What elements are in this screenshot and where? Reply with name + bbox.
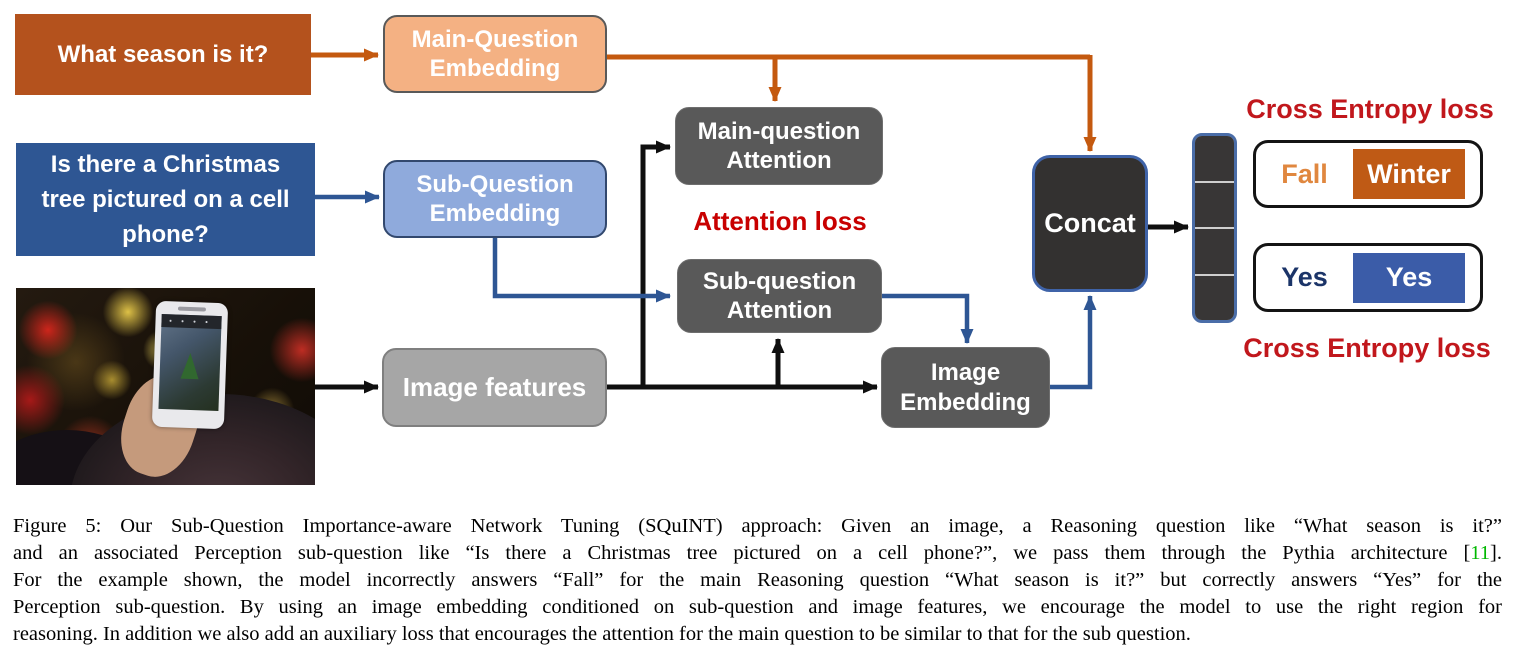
caption-line: reasoning. In addition we also add an au… — [13, 623, 1191, 645]
phone-speaker — [176, 306, 206, 312]
sub-question-embedding-box: Sub-Question Embedding — [383, 160, 607, 238]
sub-predicted-answer: Yes — [1281, 262, 1328, 292]
concat-box: Concat — [1032, 155, 1148, 292]
phone-screen — [157, 313, 222, 412]
cross-entropy-loss-bottom-label: Cross Entropy loss — [1243, 333, 1491, 363]
image-features-label: Image features — [402, 371, 587, 402]
figure-caption: Figure 5: Our Sub-Question Importance-aw… — [13, 513, 1502, 648]
cross-entropy-loss-top-label: Cross Entropy loss — [1246, 94, 1494, 124]
main-question-embedding-label: Main-Question Embedding — [411, 25, 579, 82]
image-features-box: Image features — [382, 348, 607, 427]
feature-vector-cell — [1195, 275, 1234, 320]
cell-phone — [151, 300, 228, 430]
attention-loss-label: Attention loss — [693, 206, 867, 236]
christmas-tree — [179, 351, 199, 379]
sub-answer-box: Yes Yes — [1253, 243, 1483, 312]
sub-question-embedding-label: Sub-Question Embedding — [416, 170, 574, 227]
sub-question-line: Is there a Christmas — [50, 151, 281, 178]
caption-line: Perception sub-question. By using an ima… — [13, 596, 1502, 618]
main-answer-box: Fall Winter — [1253, 140, 1483, 208]
main-ground-truth-answer: Winter — [1353, 149, 1465, 199]
main-question-input: What season is it? — [15, 14, 311, 95]
sub-question-attention-label: Sub-question Attention — [702, 267, 857, 324]
feature-vector-cell — [1195, 136, 1234, 181]
caption-text: ]. — [1490, 542, 1502, 564]
caption-line: For the example shown, the model incorre… — [13, 569, 1502, 591]
feature-vector-cell — [1195, 182, 1234, 227]
caption-line: and an associated Perception sub-questio… — [13, 540, 1502, 567]
main-question-text: What season is it? — [57, 40, 269, 68]
main-question-embedding-box: Main-Question Embedding — [383, 15, 607, 93]
main-question-attention-box: Main-question Attention — [675, 107, 883, 185]
sub-question-line: tree pictured on a cell — [41, 186, 290, 213]
citation-11: 11 — [1470, 542, 1491, 564]
input-photo — [16, 288, 315, 485]
caption-line: Figure 5: Our Sub-Question Importance-aw… — [13, 515, 1502, 537]
main-question-attention-label: Main-question Attention — [697, 117, 861, 174]
concatenated-feature-vector — [1192, 133, 1237, 323]
camera-toolbar-icons — [160, 313, 222, 329]
sub-question-input: Is there a Christmas tree pictured on a … — [16, 143, 315, 256]
image-embedding-box: Image Embedding — [881, 347, 1050, 428]
image-embedding-label: Image Embedding — [900, 359, 1031, 416]
main-predicted-answer: Fall — [1281, 158, 1328, 189]
caption-text: and an associated Perception sub-questio… — [13, 542, 1471, 564]
feature-vector-cell — [1195, 229, 1234, 274]
sub-ground-truth-answer: Yes — [1353, 252, 1465, 303]
sub-question-line: phone? — [122, 221, 209, 248]
sub-question-attention-box: Sub-question Attention — [677, 259, 882, 333]
concat-label: Concat — [1044, 208, 1136, 239]
